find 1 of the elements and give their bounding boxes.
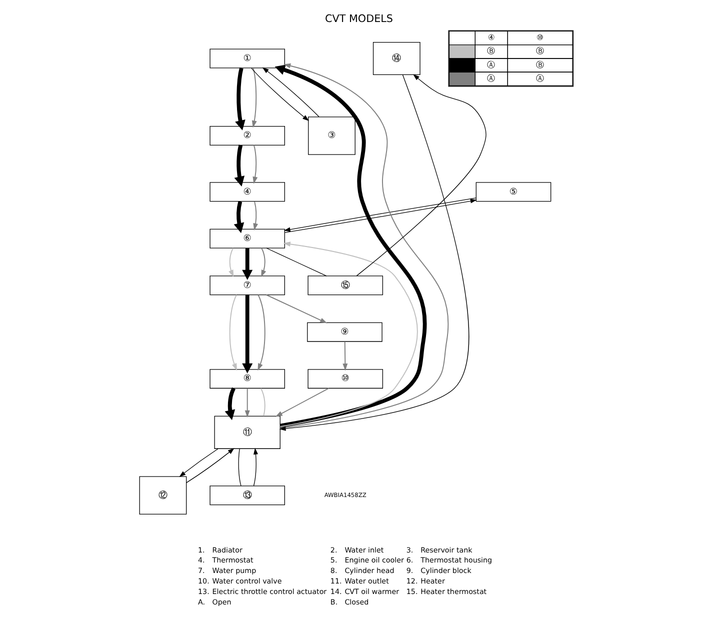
diagram-title: CVT MODELS (324, 13, 394, 26)
